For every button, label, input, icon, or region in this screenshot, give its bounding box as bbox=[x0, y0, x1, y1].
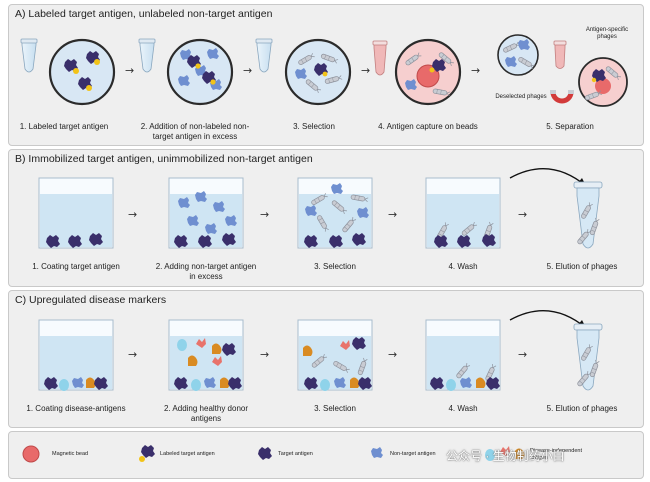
non-target-antigen-icon bbox=[371, 447, 383, 458]
svg-text:→: → bbox=[260, 348, 269, 361]
elution-tube-icon bbox=[573, 181, 603, 249]
step-c-4: 4. Wash bbox=[448, 404, 478, 413]
step-b-2: 2. Adding non-target antigen in excess bbox=[155, 262, 257, 281]
panel-a-artwork: → → → → bbox=[20, 34, 628, 107]
panel-c-title: C) Upregulated disease markers bbox=[15, 294, 167, 306]
step-a-5: 5. Separation bbox=[546, 122, 594, 131]
deselected-circle bbox=[497, 34, 539, 76]
step-b-1: 1. Coating target antigen bbox=[32, 262, 120, 271]
tube-icon bbox=[138, 38, 156, 73]
step-a-1: 1. Labeled target antigen bbox=[19, 122, 109, 131]
zoom-circle bbox=[48, 38, 116, 106]
legend-icons bbox=[22, 445, 525, 463]
step-c-1: 1. Coating disease-antigens bbox=[26, 404, 126, 413]
svg-text:→: → bbox=[388, 348, 397, 361]
panel-b-title: B) Immobilized target antigen, unimmobil… bbox=[15, 153, 313, 165]
target-antigen-icon bbox=[258, 447, 272, 460]
svg-text:→: → bbox=[125, 64, 134, 77]
step-b-4: 4. Wash bbox=[448, 262, 478, 271]
legend-panel bbox=[8, 431, 644, 479]
step-a-4: 4. Antigen capture on beads bbox=[378, 122, 478, 131]
legend-label-disease-independent: Disease-independent antigen bbox=[530, 448, 582, 461]
step-c-2: 2. Adding healthy donor antigens bbox=[163, 404, 249, 423]
panel-b: B) Immobilized target antigen, unimmobil… bbox=[8, 149, 644, 287]
step-a-3: 3. Selection bbox=[293, 122, 335, 131]
tube-icon bbox=[20, 38, 38, 73]
disease-independent-antigen-icon bbox=[485, 446, 525, 461]
magnet-icon bbox=[550, 91, 574, 104]
legend-label-labeled-target: Labeled target antigen bbox=[160, 451, 215, 457]
svg-text:→: → bbox=[471, 64, 480, 77]
step-c-5: 5. Elution of phages bbox=[546, 404, 618, 413]
labeled-target-antigen-icon bbox=[139, 445, 155, 462]
svg-text:→: → bbox=[128, 208, 137, 221]
svg-text:→: → bbox=[518, 208, 527, 221]
svg-text:→: → bbox=[518, 348, 527, 361]
elution-tube-icon bbox=[573, 323, 603, 391]
svg-text:→: → bbox=[260, 208, 269, 221]
elution-arrow bbox=[509, 310, 587, 329]
step-b-3: 3. Selection bbox=[314, 262, 356, 271]
magnetic-bead-icon bbox=[22, 445, 40, 463]
bead-tube-icon bbox=[373, 43, 387, 76]
svg-text:→: → bbox=[388, 208, 397, 221]
step-a-2: 2. Addition of non-labeled non-target an… bbox=[140, 122, 250, 141]
annotation-deselected: Deselected phages bbox=[495, 94, 547, 100]
svg-text:→: → bbox=[361, 64, 370, 77]
svg-text:→: → bbox=[128, 348, 137, 361]
elution-arrow bbox=[509, 168, 587, 187]
annotation-antigen-specific: Antigen-specific phages bbox=[585, 27, 629, 40]
panel-b-artwork: → → → → bbox=[38, 168, 603, 249]
legend-label-non-target: Non-target antigen bbox=[390, 451, 436, 457]
panel-c-artwork: → → → → bbox=[38, 310, 603, 391]
panel-a-title: A) Labeled target antigen, unlabeled non… bbox=[15, 8, 273, 20]
svg-text:→: → bbox=[243, 64, 252, 77]
step-c-3: 3. Selection bbox=[314, 404, 356, 413]
step-b-5: 5. Elution of phages bbox=[546, 262, 618, 271]
legend-label-target: Target antigen bbox=[278, 451, 313, 457]
watermark: 公众号 · 生物制药小白 bbox=[446, 449, 565, 463]
legend-label-magnetic-bead: Magnetic bead bbox=[52, 451, 89, 457]
tube-icon bbox=[255, 38, 273, 73]
